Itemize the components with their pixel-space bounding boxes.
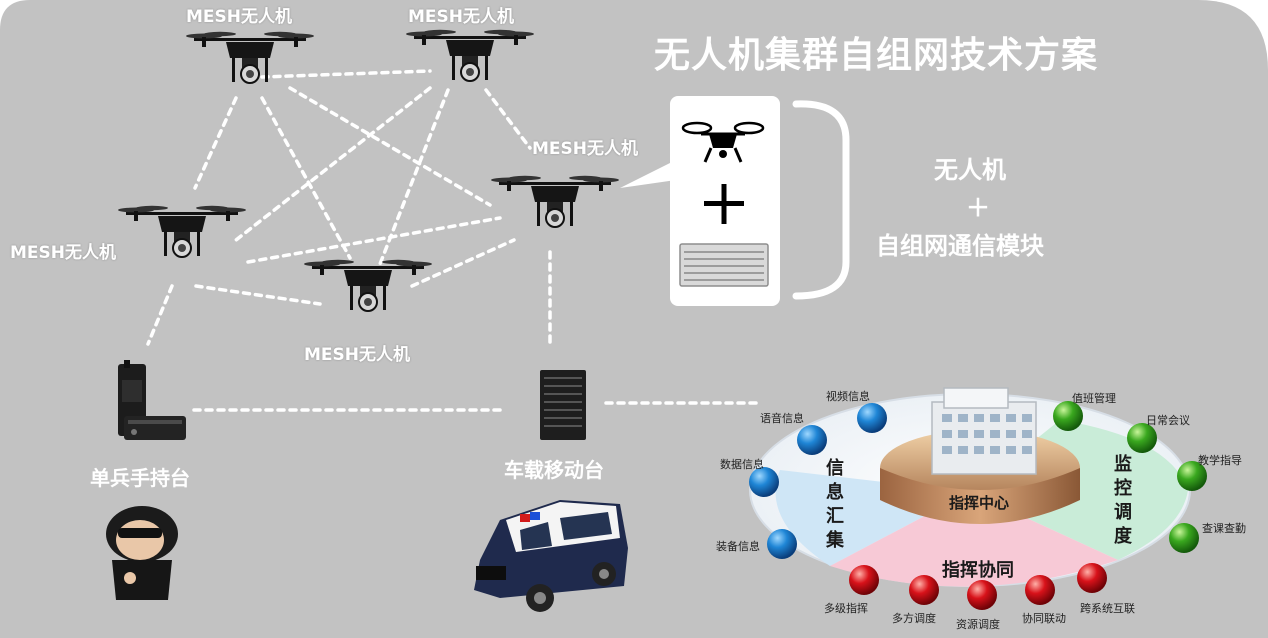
node-daily-meeting — [1127, 423, 1157, 453]
police-vehicle — [474, 500, 628, 612]
mesh-links — [146, 69, 762, 412]
label-teaching-guidance: 教学指导 — [1198, 454, 1242, 467]
handheld-radio — [118, 360, 186, 440]
node-multiparty-dispatch — [909, 575, 939, 605]
sector-info-char-1: 信 — [826, 458, 844, 479]
node-teaching-guidance — [1177, 461, 1207, 491]
command-center-label: 指挥中心 — [949, 494, 1010, 512]
node-duty-management — [1053, 401, 1083, 431]
label-equipment-info: 装备信息 — [716, 540, 760, 553]
label-data-info: 数据信息 — [720, 458, 764, 471]
drone-top-left-label: MESH无人机 — [186, 7, 293, 27]
drone-bottom-label: MESH无人机 — [304, 345, 411, 365]
right-brace — [792, 100, 850, 300]
card-drone-icon — [681, 121, 765, 163]
card-module-icon — [679, 243, 769, 287]
composition-plus: ＋ — [966, 194, 990, 222]
label-voice-info: 语音信息 — [760, 412, 804, 425]
drone-top-right-label: MESH无人机 — [408, 7, 515, 27]
vehicle-radio — [540, 370, 586, 440]
node-data-info — [749, 467, 779, 497]
sector-monitor-char-2: 控 — [1114, 478, 1132, 499]
sector-monitor-char-1: 监 — [1114, 454, 1132, 475]
composition-line1: 无人机 — [934, 156, 1006, 184]
sector-info-char-4: 集 — [826, 530, 844, 551]
label-video-info: 视频信息 — [826, 390, 870, 403]
label-multilevel-command: 多级指挥 — [824, 602, 868, 615]
command-diagram — [749, 387, 1207, 610]
callout-pointer — [620, 160, 676, 188]
node-coordinated-linkage — [1025, 575, 1055, 605]
card-plus-icon — [704, 184, 744, 224]
node-equipment-info — [767, 529, 797, 559]
label-attendance-check: 查课查勤 — [1202, 522, 1246, 535]
sector-info-char-3: 汇 — [826, 506, 844, 527]
sector-coordination-label: 指挥协同 — [942, 560, 1014, 581]
node-cross-system — [1077, 563, 1107, 593]
drone-right-label: MESH无人机 — [532, 139, 639, 159]
label-daily-meeting: 日常会议 — [1146, 414, 1190, 427]
diagram-title: 无人机集群自组网技术方案 — [654, 35, 1099, 76]
label-resource-dispatch: 资源调度 — [956, 618, 1000, 631]
label-coordinated-linkage: 协同联动 — [1022, 612, 1066, 625]
node-multilevel-command — [849, 565, 879, 595]
drone-left-label: MESH无人机 — [10, 243, 117, 263]
node-voice-info — [797, 425, 827, 455]
sector-info-char-2: 息 — [826, 482, 844, 503]
sector-coordination — [830, 492, 1118, 587]
handheld-label: 单兵手持台 — [90, 466, 190, 490]
node-attendance-check — [1169, 523, 1199, 553]
composition-line2: 自组网通信模块 — [876, 232, 1044, 260]
sector-monitor-char-4: 度 — [1114, 526, 1132, 547]
label-duty-management: 值班管理 — [1072, 392, 1116, 405]
soldier-figure — [106, 506, 178, 600]
label-cross-system: 跨系统互联 — [1080, 602, 1135, 615]
label-multiparty-dispatch: 多方调度 — [892, 612, 936, 625]
node-resource-dispatch — [967, 580, 997, 610]
node-video-info — [857, 403, 887, 433]
vehicle-label: 车载移动台 — [504, 458, 604, 482]
sector-monitor-char-3: 调 — [1114, 502, 1132, 523]
